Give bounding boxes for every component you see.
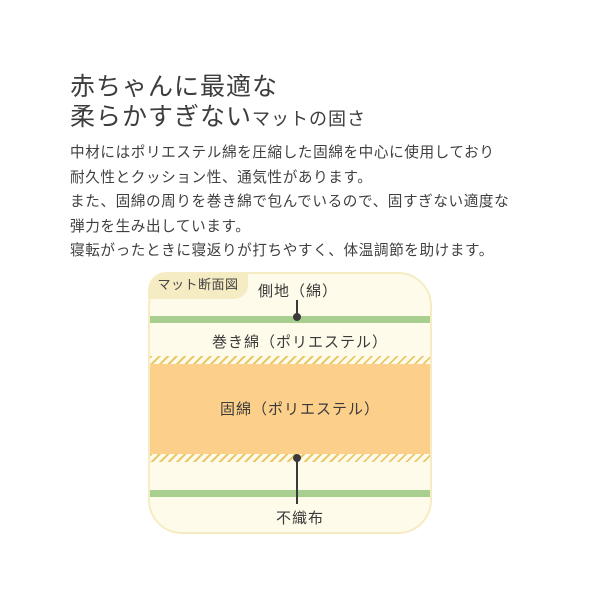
wrap-hatch-top [150,356,430,364]
description-line: 中材にはポリエステル綿を圧縮した固綿を中心に使用しており [70,144,495,161]
cover-layer-label: 側地（綿） [258,282,339,300]
description-line: 寝転がったときに寝返りが打ちやすく、体温調節を助けます。 [70,242,494,259]
core-layer [150,364,430,454]
cover-leader-dot [293,313,301,321]
wrap-layer-top [150,323,430,356]
description-line: また、固綿の周りを巻き綿で包んでいるので、固すぎない適度な [70,193,510,210]
headline-line-2-small: マットの固さ [252,109,367,130]
description-line: 弾力を生み出しています。 [70,217,251,235]
headline-line-1: 赤ちゃんに最適な [70,72,279,101]
core-layer-label: 固綿（ポリエステル） [219,400,380,418]
diagram-title: マット断面図 [148,272,248,299]
bottom-layer-band [150,490,430,497]
wrap-hatch-bottom [150,454,430,462]
bottom-layer-label: 不織布 [275,509,324,527]
headline-line-2-main: 柔らかすぎない [70,102,253,131]
cover-leader-line [296,300,298,316]
description: 中材にはポリエステル綿を圧縮した固綿を中心に使用しており 耐久性とクッション性、… [70,141,570,264]
description-line: 耐久性とクッション性、通気性があります。 [70,168,373,186]
headline: 赤ちゃんに最適な 柔らかすぎないマットの固さ [70,72,366,135]
wrap-layer-label: 巻き綿（ポリエステル） [211,333,388,351]
bottom-leader-line [296,458,298,504]
wrap-layer-bottom [150,462,430,490]
headline-line-2: 柔らかすぎないマットの固さ [70,102,366,135]
cover-layer-band [150,316,430,323]
